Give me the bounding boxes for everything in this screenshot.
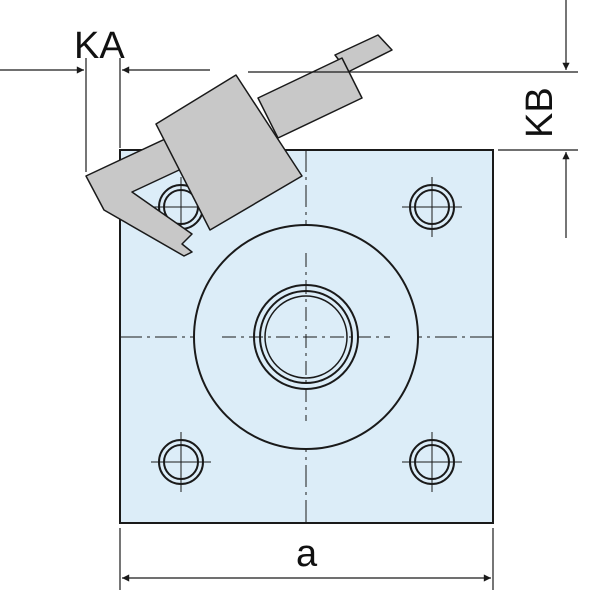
bore-centerlines — [222, 253, 390, 421]
mounting-hole-bottom-left — [151, 432, 211, 492]
clamp-lever — [85, 34, 393, 257]
dimension-ka — [0, 58, 210, 172]
label-a: a — [296, 533, 318, 575]
mounting-hole-top-right — [402, 177, 462, 237]
clamp-body — [155, 74, 303, 231]
dimension-kb — [248, 0, 578, 238]
dimension-a — [119, 528, 494, 590]
label-ka: KA — [74, 25, 125, 67]
label-kb: KB — [519, 87, 561, 138]
clamp-shaft — [257, 57, 363, 139]
mounting-hole-bottom-right — [402, 432, 462, 492]
